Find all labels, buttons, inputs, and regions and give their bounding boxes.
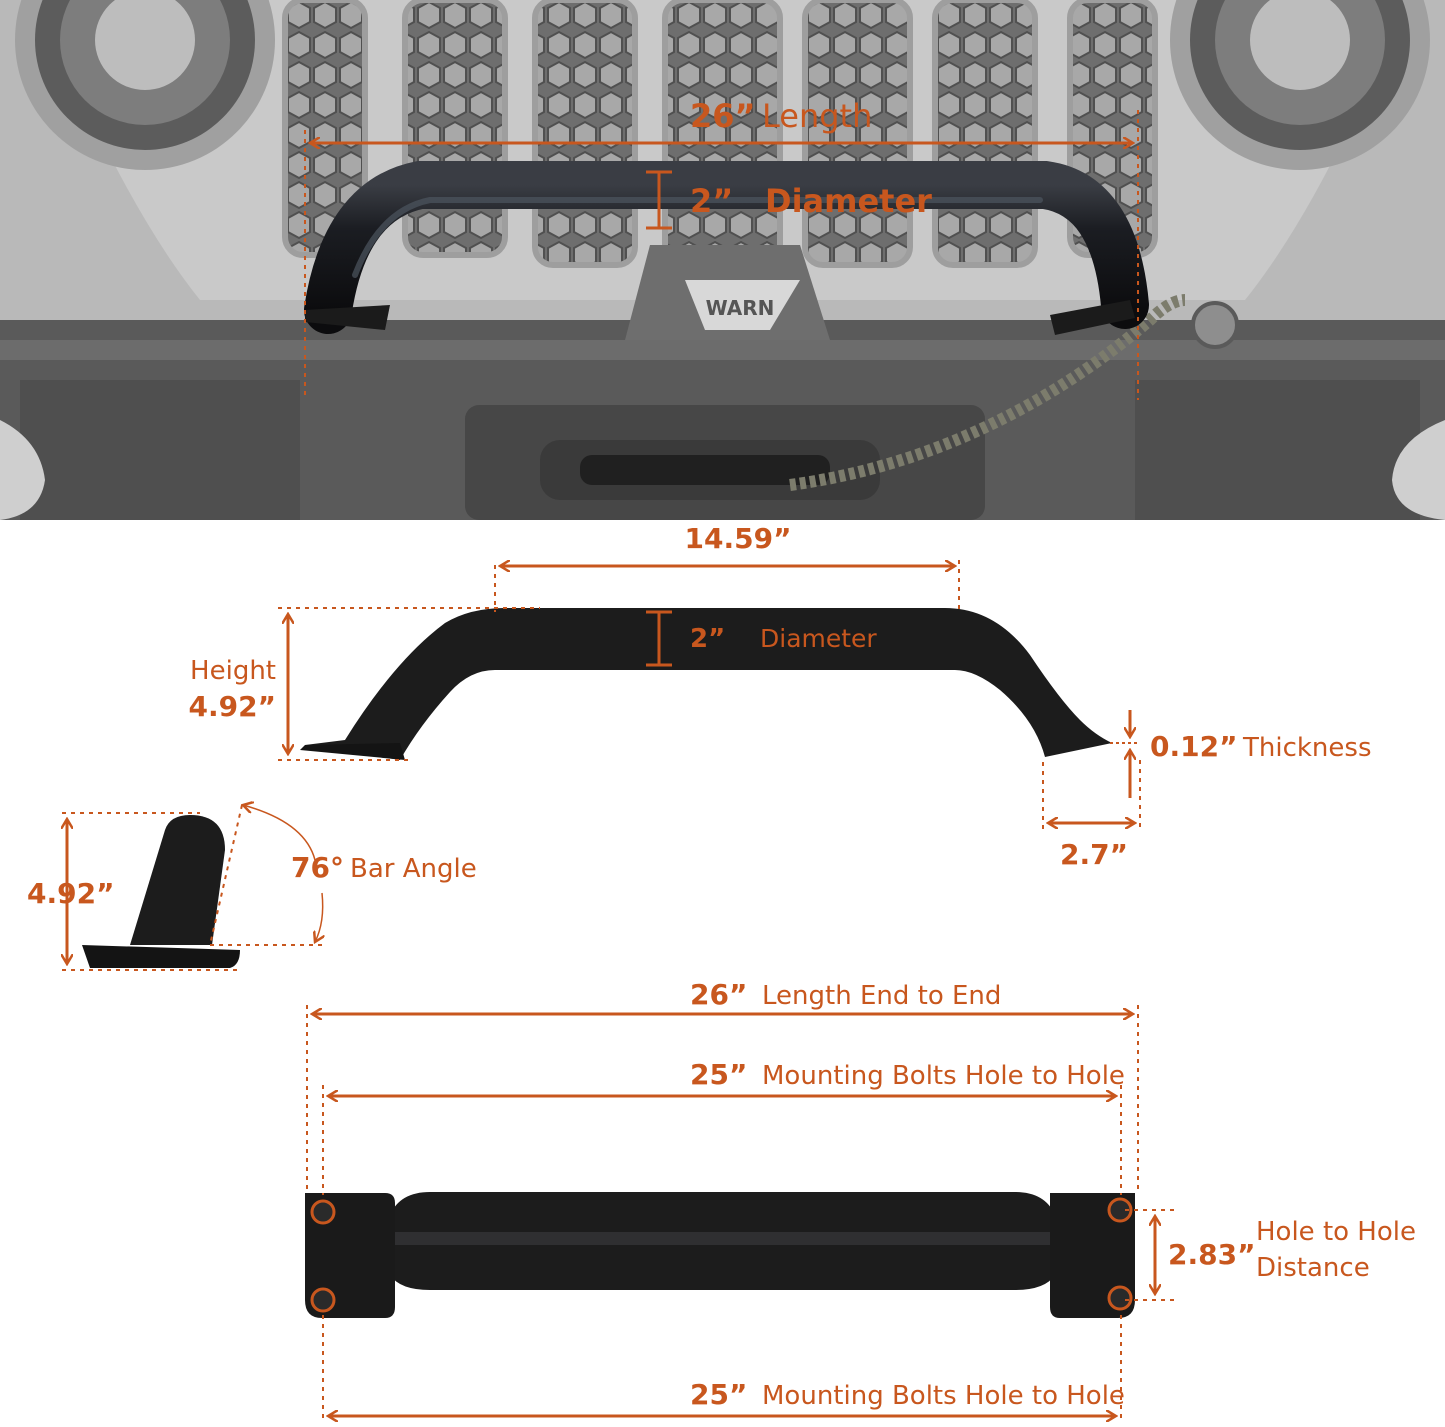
side-height-label: Height (190, 656, 276, 686)
profile-angle-value: 76° (291, 851, 344, 884)
top-bottom-hole-label: Mounting Bolts Hole to Hole (762, 1381, 1125, 1411)
side-top-length: 14.59” (685, 522, 792, 555)
side-height-value: 4.92” (189, 690, 277, 723)
profile-view: 4.92” 76° Bar Angle (27, 805, 477, 971)
profile-height-value: 4.92” (27, 877, 115, 910)
profile-bar-shape (130, 815, 225, 945)
top-vertical-label-1: Hole to Hole (1256, 1217, 1416, 1247)
top-vertical-value: 2.83” (1168, 1238, 1256, 1271)
top-hole-to-hole-label: Mounting Bolts Hole to Hole (762, 1061, 1125, 1091)
winch: WARN (625, 245, 830, 340)
side-diameter-label: Diameter (760, 624, 877, 653)
profile-angle-label: Bar Angle (350, 854, 477, 884)
top-view: 26” Length End to End 25” Mounting Bolts… (305, 978, 1416, 1418)
photo-diameter-value: 2” (690, 182, 733, 220)
vehicle-photo: WARN 26” Length 2” Diameter (0, 0, 1445, 520)
right-mount-plate (1050, 1193, 1135, 1318)
side-bar-shape (305, 608, 1112, 760)
right-headlight (1170, 0, 1430, 170)
left-headlight (15, 0, 275, 170)
top-bottom-hole-value: 25” (690, 1378, 747, 1411)
photo-diameter-label: Diameter (765, 182, 932, 220)
side-thickness-value: 0.12” (1150, 730, 1238, 763)
mounted-bar (304, 161, 1149, 335)
side-diameter-value: 2” (690, 624, 725, 654)
top-end-to-end-value: 26” (690, 978, 747, 1011)
left-mount-plate (305, 1193, 395, 1318)
top-end-to-end-label: Length End to End (762, 981, 1001, 1011)
top-vertical-label-2: Distance (1256, 1253, 1370, 1283)
photo-length-label: Length (762, 97, 872, 135)
side-thickness-label: Thickness (1242, 733, 1372, 763)
side-view: 14.59” 2” Diameter Height 4.92” 0.12” Th… (189, 522, 1372, 871)
photo-length-value: 26” (690, 97, 756, 135)
warn-badge: WARN (706, 296, 775, 320)
side-foot-length: 2.7” (1060, 838, 1128, 871)
bolt-holes (310, 1197, 1133, 1313)
top-hole-to-hole-value: 25” (690, 1058, 747, 1091)
